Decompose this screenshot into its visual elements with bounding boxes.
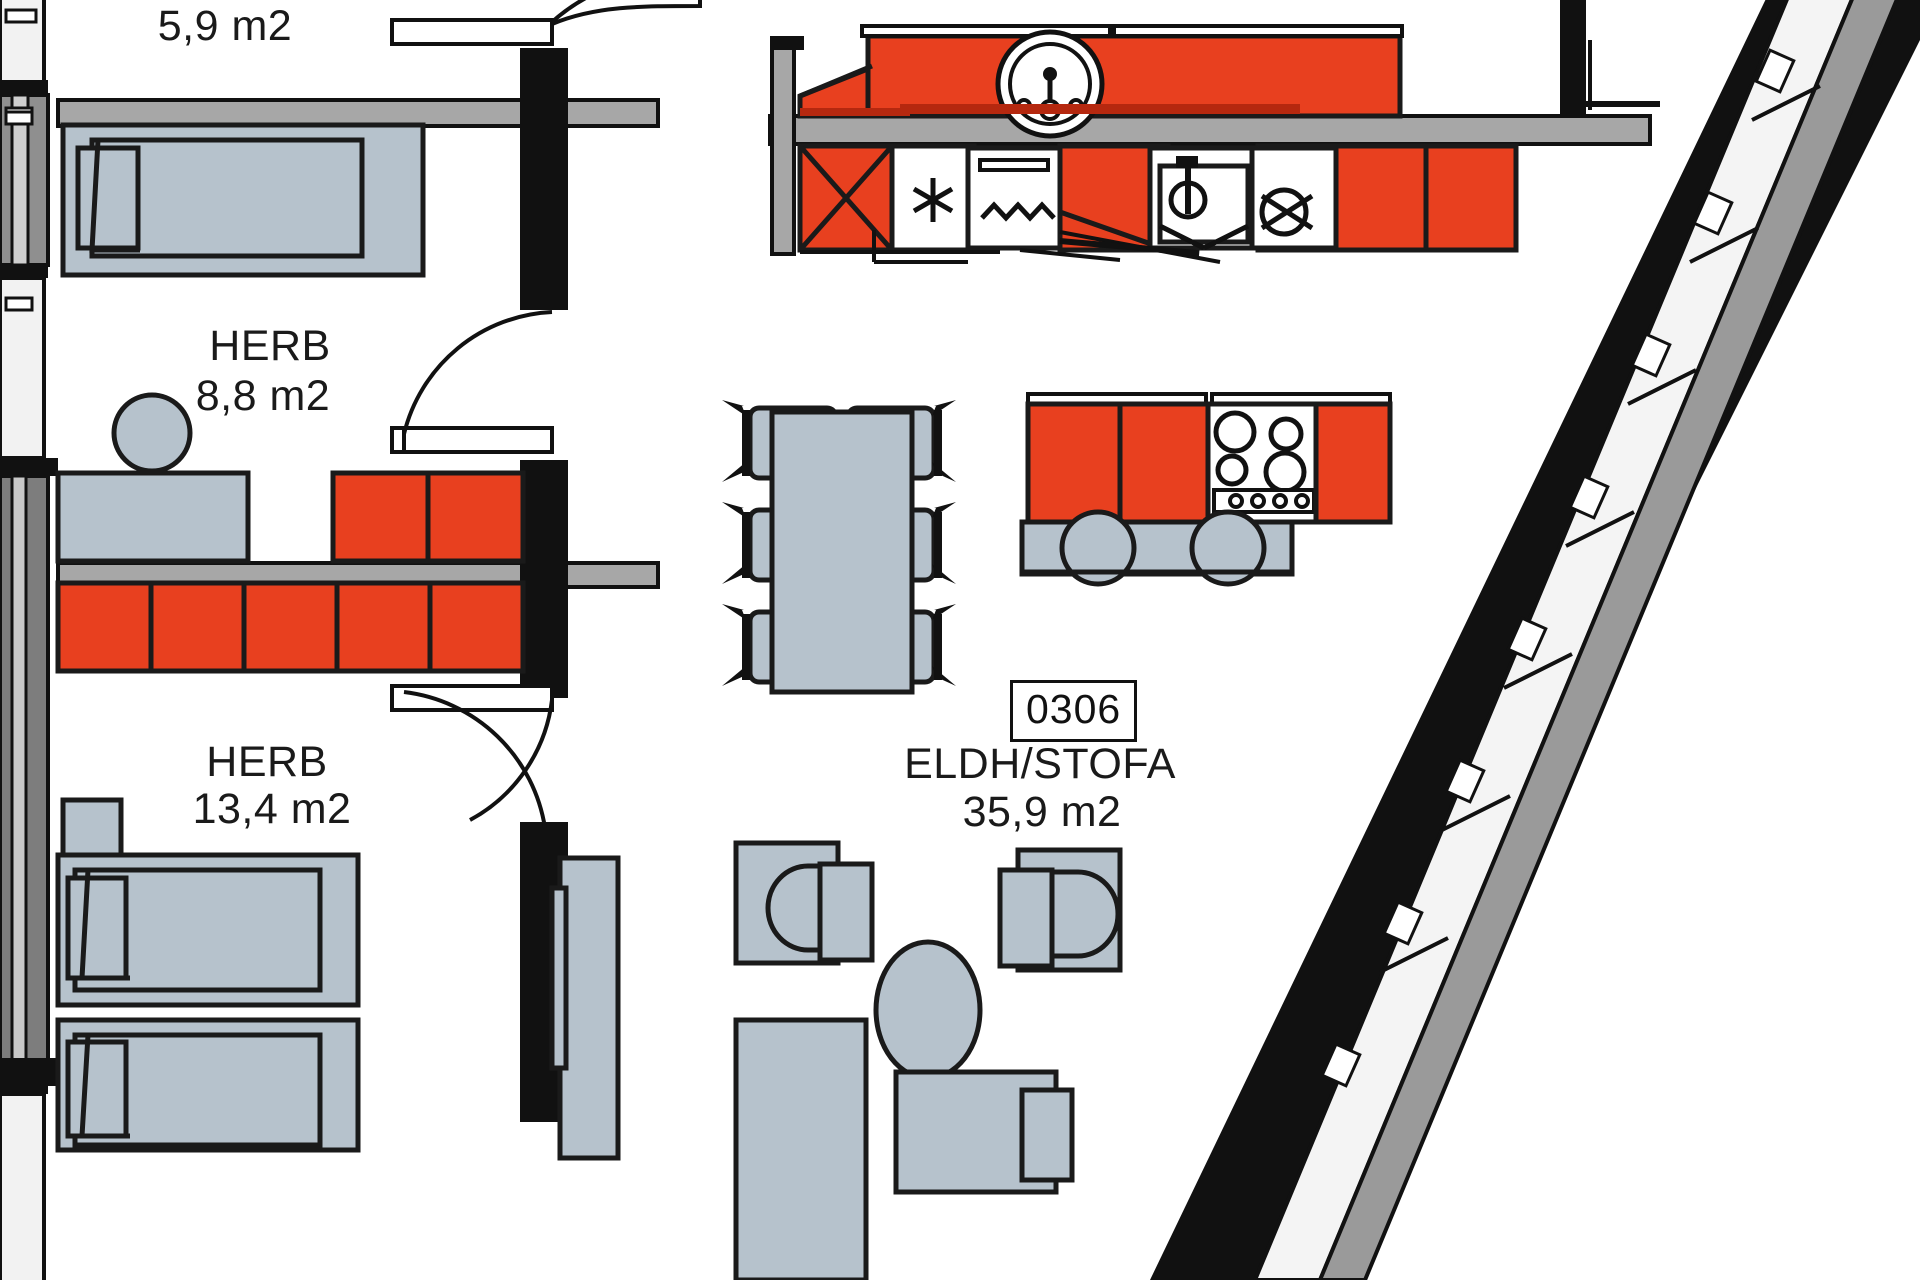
kitchen-base-cabinets [797,143,1519,264]
room-label-living: ELDH/STOFA [904,740,1176,788]
door-swing-herb-upper [402,310,553,435]
asterisk-icon [912,178,954,222]
desk-gray [55,470,251,564]
round-table-small [111,392,193,474]
area-label-herb-lower: 13,4 m2 [192,785,352,833]
area-label-herb-upper: 8,8 m2 [195,372,331,420]
bed-lower [55,797,361,1153]
sofa [733,1017,1075,1280]
room-label-herb-lower: HERB [206,738,328,786]
door-swing-entry-arc [550,0,587,24]
dining-table [722,400,956,695]
area-label-living: 35,9 m2 [962,788,1122,836]
armchair-right [997,847,1123,973]
exterior-wall-left [0,0,50,1280]
curtain-wall-right [1150,0,1920,1280]
kitchen-wall-run [768,36,1652,256]
wall-pier-left-lower [0,1058,58,1086]
area-label-top-left: 5,9 m2 [157,2,293,50]
wardrobe-red-upper [330,470,526,564]
kitchen-upper-cabinets [797,24,1404,139]
door-swing-herb-lower [403,690,547,829]
wall-stub-top-right [1560,0,1586,130]
door-reveal-upper [390,18,554,46]
wardrobe-red-lower [55,580,526,674]
tall-cabinet-hall [549,855,621,1161]
door-reveal-lower [390,684,554,712]
door-swing-entry [551,0,702,26]
armchair-left [733,840,875,966]
room-code-badge: 0306 [1010,680,1138,742]
bed-upper [60,122,426,278]
kitchen-island [1019,392,1393,587]
wall-pier-left [0,458,58,476]
door-reveal-middle [390,426,554,454]
room-label-herb-upper: HERB [209,322,331,370]
coffee-table-oval [873,939,983,1081]
